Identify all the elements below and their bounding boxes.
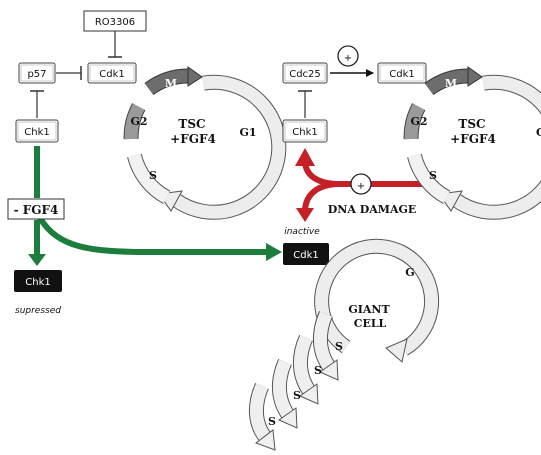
svg-text:Cdk1: Cdk1: [389, 69, 414, 80]
svg-text:RO3306: RO3306: [95, 17, 135, 28]
svg-text:Cdk1: Cdk1: [99, 69, 124, 80]
svg-text:S: S: [268, 415, 276, 428]
cdk1-inactive-box: Cdk1: [283, 243, 329, 265]
svg-text:G2: G2: [410, 115, 427, 128]
svg-text:Cdc25: Cdc25: [289, 69, 321, 80]
svg-text:S: S: [429, 169, 437, 182]
svg-text:M: M: [165, 77, 177, 90]
cdk1-right-box: Cdk1: [378, 63, 426, 83]
inactive-label: inactive: [284, 227, 320, 237]
svg-text:Chk1: Chk1: [24, 127, 49, 138]
chk1-inhibits-p57: [30, 91, 44, 118]
svg-text:Cdk1: Cdk1: [293, 250, 318, 261]
cdk1-left-box: Cdk1: [88, 63, 136, 83]
plus-circle-top: +: [338, 46, 358, 66]
svg-text:+FGF4: +FGF4: [170, 132, 216, 146]
ro3306-box: RO3306: [84, 11, 146, 31]
svg-text:+: +: [357, 181, 365, 192]
svg-text:+FGF4: +FGF4: [450, 132, 496, 146]
svg-text:G1: G1: [239, 126, 256, 139]
cdc25-box: Cdc25: [283, 63, 327, 83]
svg-text:- FGF4: - FGF4: [14, 203, 59, 217]
svg-text:CELL: CELL: [354, 317, 387, 330]
cell-cycle-left: M G2 G1 S TSC +FGF4: [130, 67, 278, 212]
plus-circle-damage: +: [351, 174, 371, 194]
svg-text:S: S: [314, 364, 322, 377]
svg-text:p57: p57: [27, 69, 46, 80]
svg-text:S: S: [149, 169, 157, 182]
svg-text:TSC: TSC: [458, 117, 485, 131]
svg-text:S: S: [335, 340, 343, 353]
svg-text:G2: G2: [130, 115, 147, 128]
p57-box: p57: [19, 63, 55, 83]
suppressed-label: supressed: [15, 306, 61, 316]
svg-text:+: +: [344, 53, 352, 64]
svg-text:GIANT: GIANT: [348, 303, 390, 316]
chk1-right-box: Chk1: [283, 120, 327, 142]
minus-fgf4-box: - FGF4: [8, 199, 64, 219]
svg-text:S: S: [293, 389, 301, 402]
chk1-inhibits-cdc25: [298, 91, 312, 118]
svg-text:G1: G1: [536, 126, 541, 139]
svg-text:TSC: TSC: [178, 117, 205, 131]
chk1-suppressed-box: Chk1: [14, 270, 62, 292]
svg-text:M: M: [445, 77, 457, 90]
chk1-left-box: Chk1: [16, 120, 58, 142]
svg-text:Chk1: Chk1: [292, 127, 317, 138]
ro3306-inhibition: [108, 31, 122, 57]
svg-text:G: G: [405, 266, 414, 279]
svg-text:Chk1: Chk1: [25, 277, 50, 288]
cell-cycle-right: M G2 G1 S TSC +FGF4: [410, 67, 541, 212]
p57-inhibits-cdk1: [56, 66, 81, 80]
dna-damage-label: DNA DAMAGE: [328, 203, 417, 216]
